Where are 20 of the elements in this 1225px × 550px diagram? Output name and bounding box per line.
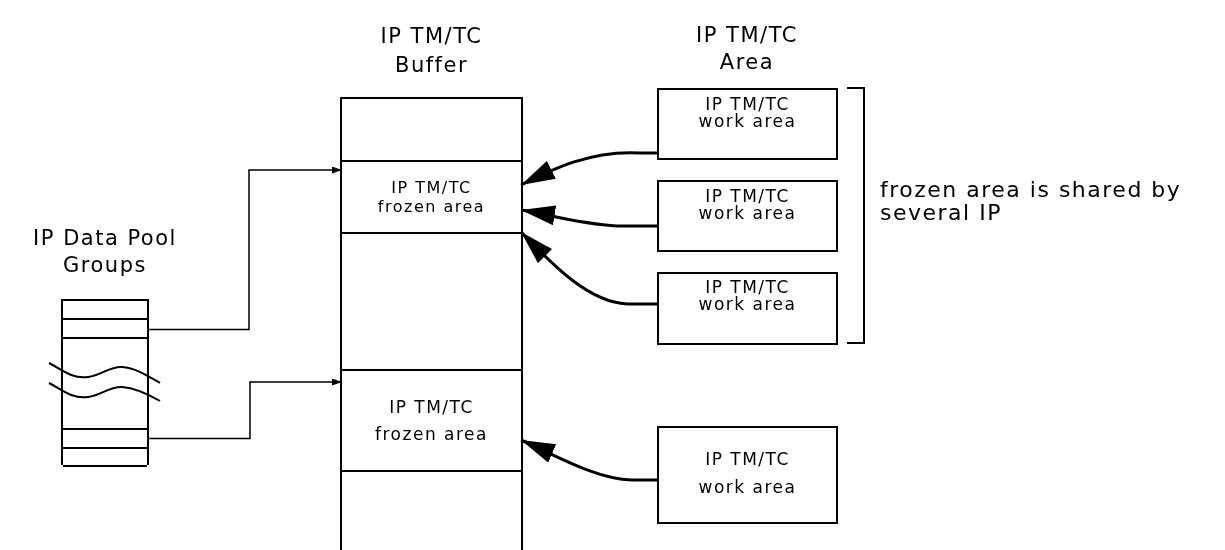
work-area-label: IP TM/TC work area <box>697 448 798 499</box>
frozen-area-label: IP TM/TC frozen area <box>376 178 487 216</box>
column-heading: IP TM/TC Buffer <box>379 23 484 79</box>
work-area-box <box>657 272 838 345</box>
pool-entry-row <box>63 428 147 449</box>
column-heading: IP TM/TC Area <box>695 22 799 76</box>
work-area-label: IP TM/TC work area <box>697 188 798 222</box>
work-area-box <box>657 426 838 524</box>
arrow <box>520 205 657 228</box>
arrow <box>520 151 657 187</box>
arrow <box>146 378 343 440</box>
arrow <box>520 438 657 482</box>
work-area-label: IP TM/TC work area <box>697 279 798 313</box>
column-heading: IP Data Pool Groups <box>32 225 178 279</box>
note-text: frozen area is shared by several IP <box>880 178 1183 224</box>
arrow <box>146 166 343 331</box>
work-area-label: IP TM/TC work area <box>697 96 798 130</box>
frozen-area-label: IP TM/TC frozen area <box>374 395 489 446</box>
work-area-box <box>657 88 838 160</box>
work-area-box <box>657 180 838 252</box>
